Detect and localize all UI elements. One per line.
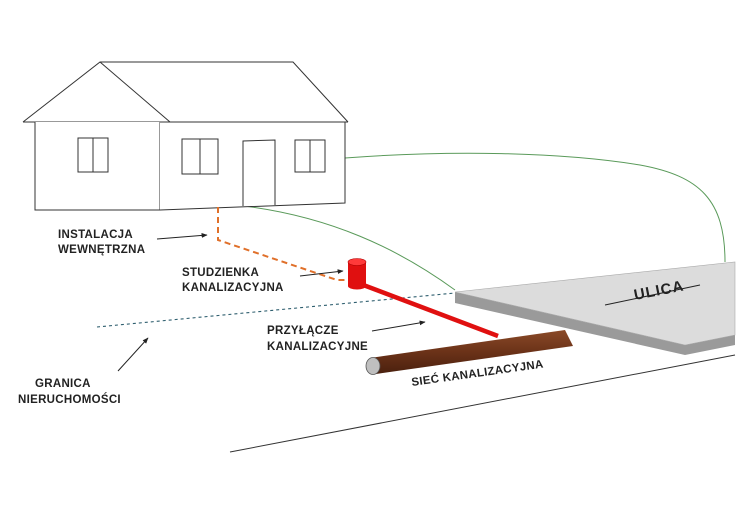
svg-text:KANALIZACYJNE: KANALIZACYJNE bbox=[267, 341, 368, 353]
manhole-body bbox=[348, 262, 366, 286]
arrow-icon bbox=[117, 337, 149, 372]
house-roof bbox=[22, 61, 349, 123]
sewer-main-pipe-end bbox=[365, 357, 381, 375]
street-top bbox=[454, 261, 736, 346]
label-internal-installation: INSTALACJA WEWNĘTRZNA bbox=[58, 229, 208, 256]
door bbox=[242, 139, 276, 206]
street-label-underline bbox=[604, 284, 701, 306]
arrow-icon bbox=[299, 269, 344, 277]
svg-text:PRZYŁĄCZE: PRZYŁĄCZE bbox=[267, 325, 339, 337]
svg-text:STUDZIENKA: STUDZIENKA bbox=[182, 267, 259, 279]
manhole-bottom bbox=[348, 282, 366, 290]
svg-text:INSTALACJA: INSTALACJA bbox=[58, 229, 133, 241]
manhole-top bbox=[347, 258, 367, 266]
sewer-main bbox=[365, 330, 573, 375]
arrow-icon bbox=[371, 320, 426, 332]
svg-text:WEWNĘTRZNA: WEWNĘTRZNA bbox=[58, 244, 145, 256]
ground-slope-line bbox=[234, 204, 456, 291]
ground-contour-line bbox=[344, 152, 726, 263]
sewer-main-pipe bbox=[370, 330, 573, 374]
sewer-manhole bbox=[347, 258, 367, 290]
house bbox=[22, 61, 349, 211]
road-edge-line bbox=[229, 354, 736, 453]
house-roof-inner bbox=[99, 61, 171, 123]
arrow-icon bbox=[156, 233, 208, 240]
street: ULICA bbox=[454, 261, 736, 355]
internal-installation-pipe bbox=[217, 207, 352, 281]
window-icon bbox=[294, 139, 326, 173]
window-icon bbox=[181, 138, 219, 175]
street-side bbox=[455, 292, 735, 355]
svg-text:GRANICA: GRANICA bbox=[35, 378, 91, 390]
label-sewer-connection: PRZYŁĄCZE KANALIZACYJNE bbox=[267, 320, 426, 353]
svg-text:NIERUCHOMOŚCI: NIERUCHOMOŚCI bbox=[18, 393, 121, 406]
terrain bbox=[229, 152, 736, 453]
sewer-connection-pipe bbox=[357, 280, 499, 339]
svg-text:KANALIZACYJNA: KANALIZACYJNA bbox=[182, 282, 284, 294]
window-icon bbox=[77, 137, 109, 173]
label-property-boundary: GRANICA NIERUCHOMOŚCI bbox=[18, 337, 149, 406]
label-sewer-manhole: STUDZIENKA KANALIZACYJNA bbox=[182, 267, 344, 294]
